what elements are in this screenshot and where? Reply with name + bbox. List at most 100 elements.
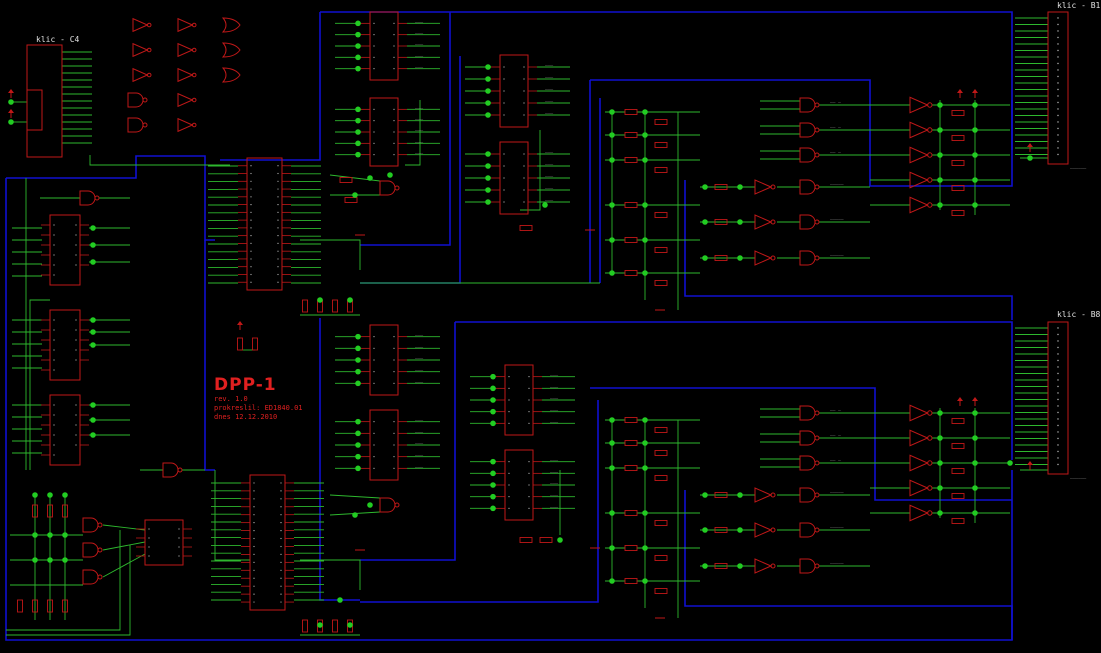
ic-pin-mark	[508, 472, 510, 474]
ic-pin-mark	[393, 68, 395, 70]
ic-pin-mark	[393, 444, 395, 446]
resistor	[624, 132, 638, 138]
ic-pin-mark	[523, 90, 525, 92]
ic-pin-mark	[528, 507, 530, 509]
connector-pin	[1057, 392, 1059, 394]
connector-pin	[1057, 43, 1059, 45]
junction-dot	[972, 435, 978, 441]
and-gate	[379, 497, 396, 513]
junction-dot	[737, 255, 743, 261]
ic-pin-mark	[250, 266, 252, 268]
ic-pin-mark	[75, 244, 77, 246]
net-label: ___	[545, 62, 553, 67]
not-gate-bubble	[770, 255, 776, 261]
ic-pin-mark	[280, 482, 282, 484]
ic-pin-mark	[75, 434, 77, 436]
ic-pin-mark	[75, 404, 77, 406]
connector-pin	[1057, 121, 1059, 123]
resistor	[654, 119, 668, 125]
ic-pin-mark	[508, 376, 510, 378]
junction-dot	[937, 485, 943, 491]
ic-pin-mark	[250, 196, 252, 198]
wire	[329, 494, 381, 499]
bus-line	[590, 79, 1013, 187]
junction-dot	[702, 255, 708, 261]
ic-pin-mark	[75, 359, 77, 361]
junction-dot	[972, 202, 978, 208]
net-label: ___	[545, 98, 553, 103]
ic-pin-mark	[253, 522, 255, 524]
net-label: __ _	[830, 457, 841, 462]
connector-pin	[1057, 333, 1059, 336]
net-label: ___	[415, 116, 423, 121]
ic-pin-mark	[277, 188, 279, 190]
connector-pin	[1057, 82, 1059, 84]
connector-pin	[1057, 372, 1059, 375]
and-gate	[799, 97, 816, 113]
ic-pin-mark	[373, 467, 375, 469]
junction-dot	[609, 109, 615, 115]
not-gate-bubble	[927, 435, 933, 441]
ic-pin-mark	[280, 537, 282, 540]
connector-pin	[1057, 114, 1059, 117]
junction-dot	[352, 512, 358, 518]
or-gate	[221, 42, 241, 58]
ic-pin-mark	[277, 172, 279, 175]
connector-pin	[1057, 49, 1059, 52]
and-gate	[82, 569, 99, 585]
ic-pin-mark	[250, 188, 252, 190]
not-gate	[909, 146, 929, 164]
net-label: ___	[545, 110, 553, 115]
junction-dot	[609, 510, 615, 516]
ic-pin-mark	[250, 180, 252, 182]
ic-pin-mark	[53, 404, 55, 406]
connector-pin	[1057, 62, 1059, 65]
junction-dot	[609, 237, 615, 243]
net-label: ___	[415, 355, 423, 360]
resistor	[32, 599, 38, 613]
junction-dot	[355, 357, 361, 363]
junction-dot	[337, 597, 343, 603]
ic-pin-mark	[373, 22, 375, 24]
connector-pin	[1057, 327, 1059, 329]
resistor	[951, 468, 965, 474]
ic-pin-mark	[75, 319, 77, 321]
ic-pin-mark	[250, 242, 252, 245]
ic-pin-mark	[277, 266, 279, 268]
resistor	[624, 417, 638, 423]
resistor	[951, 418, 965, 424]
net-label: _____	[830, 489, 844, 494]
not-gate-bubble	[146, 72, 152, 78]
junction-dot	[642, 545, 648, 551]
net-label: _____	[830, 216, 844, 221]
not-gate	[754, 214, 773, 230]
ic-pin-mark	[503, 177, 505, 179]
connector-pin	[1057, 411, 1059, 414]
bus-line	[6, 155, 215, 241]
vcc-arrow	[957, 89, 963, 93]
resistor	[714, 184, 728, 190]
wire	[300, 559, 361, 590]
resistor	[654, 247, 668, 253]
ic-pin-mark	[393, 456, 395, 458]
not-gate	[132, 17, 149, 33]
junction-dot	[937, 102, 943, 108]
and-gate-bubble	[814, 460, 820, 466]
junction-dot	[32, 532, 38, 538]
vcc-arrow	[957, 397, 963, 401]
net-label: ___	[415, 440, 423, 445]
and-gate	[162, 462, 179, 478]
net-label: __ _	[830, 99, 841, 104]
ic-pin-mark	[373, 444, 375, 446]
resistor	[654, 427, 668, 433]
not-gate-bubble	[770, 492, 776, 498]
resistor	[339, 177, 353, 183]
ic-pin-mark	[373, 154, 375, 156]
wire	[6, 545, 131, 636]
junction-dot	[557, 537, 563, 543]
ic-pin-mark	[528, 422, 530, 424]
ic-pin-mark	[393, 371, 395, 373]
ic-pin-mark	[528, 496, 530, 498]
not-gate-bubble	[927, 152, 933, 158]
resistor	[714, 527, 728, 533]
